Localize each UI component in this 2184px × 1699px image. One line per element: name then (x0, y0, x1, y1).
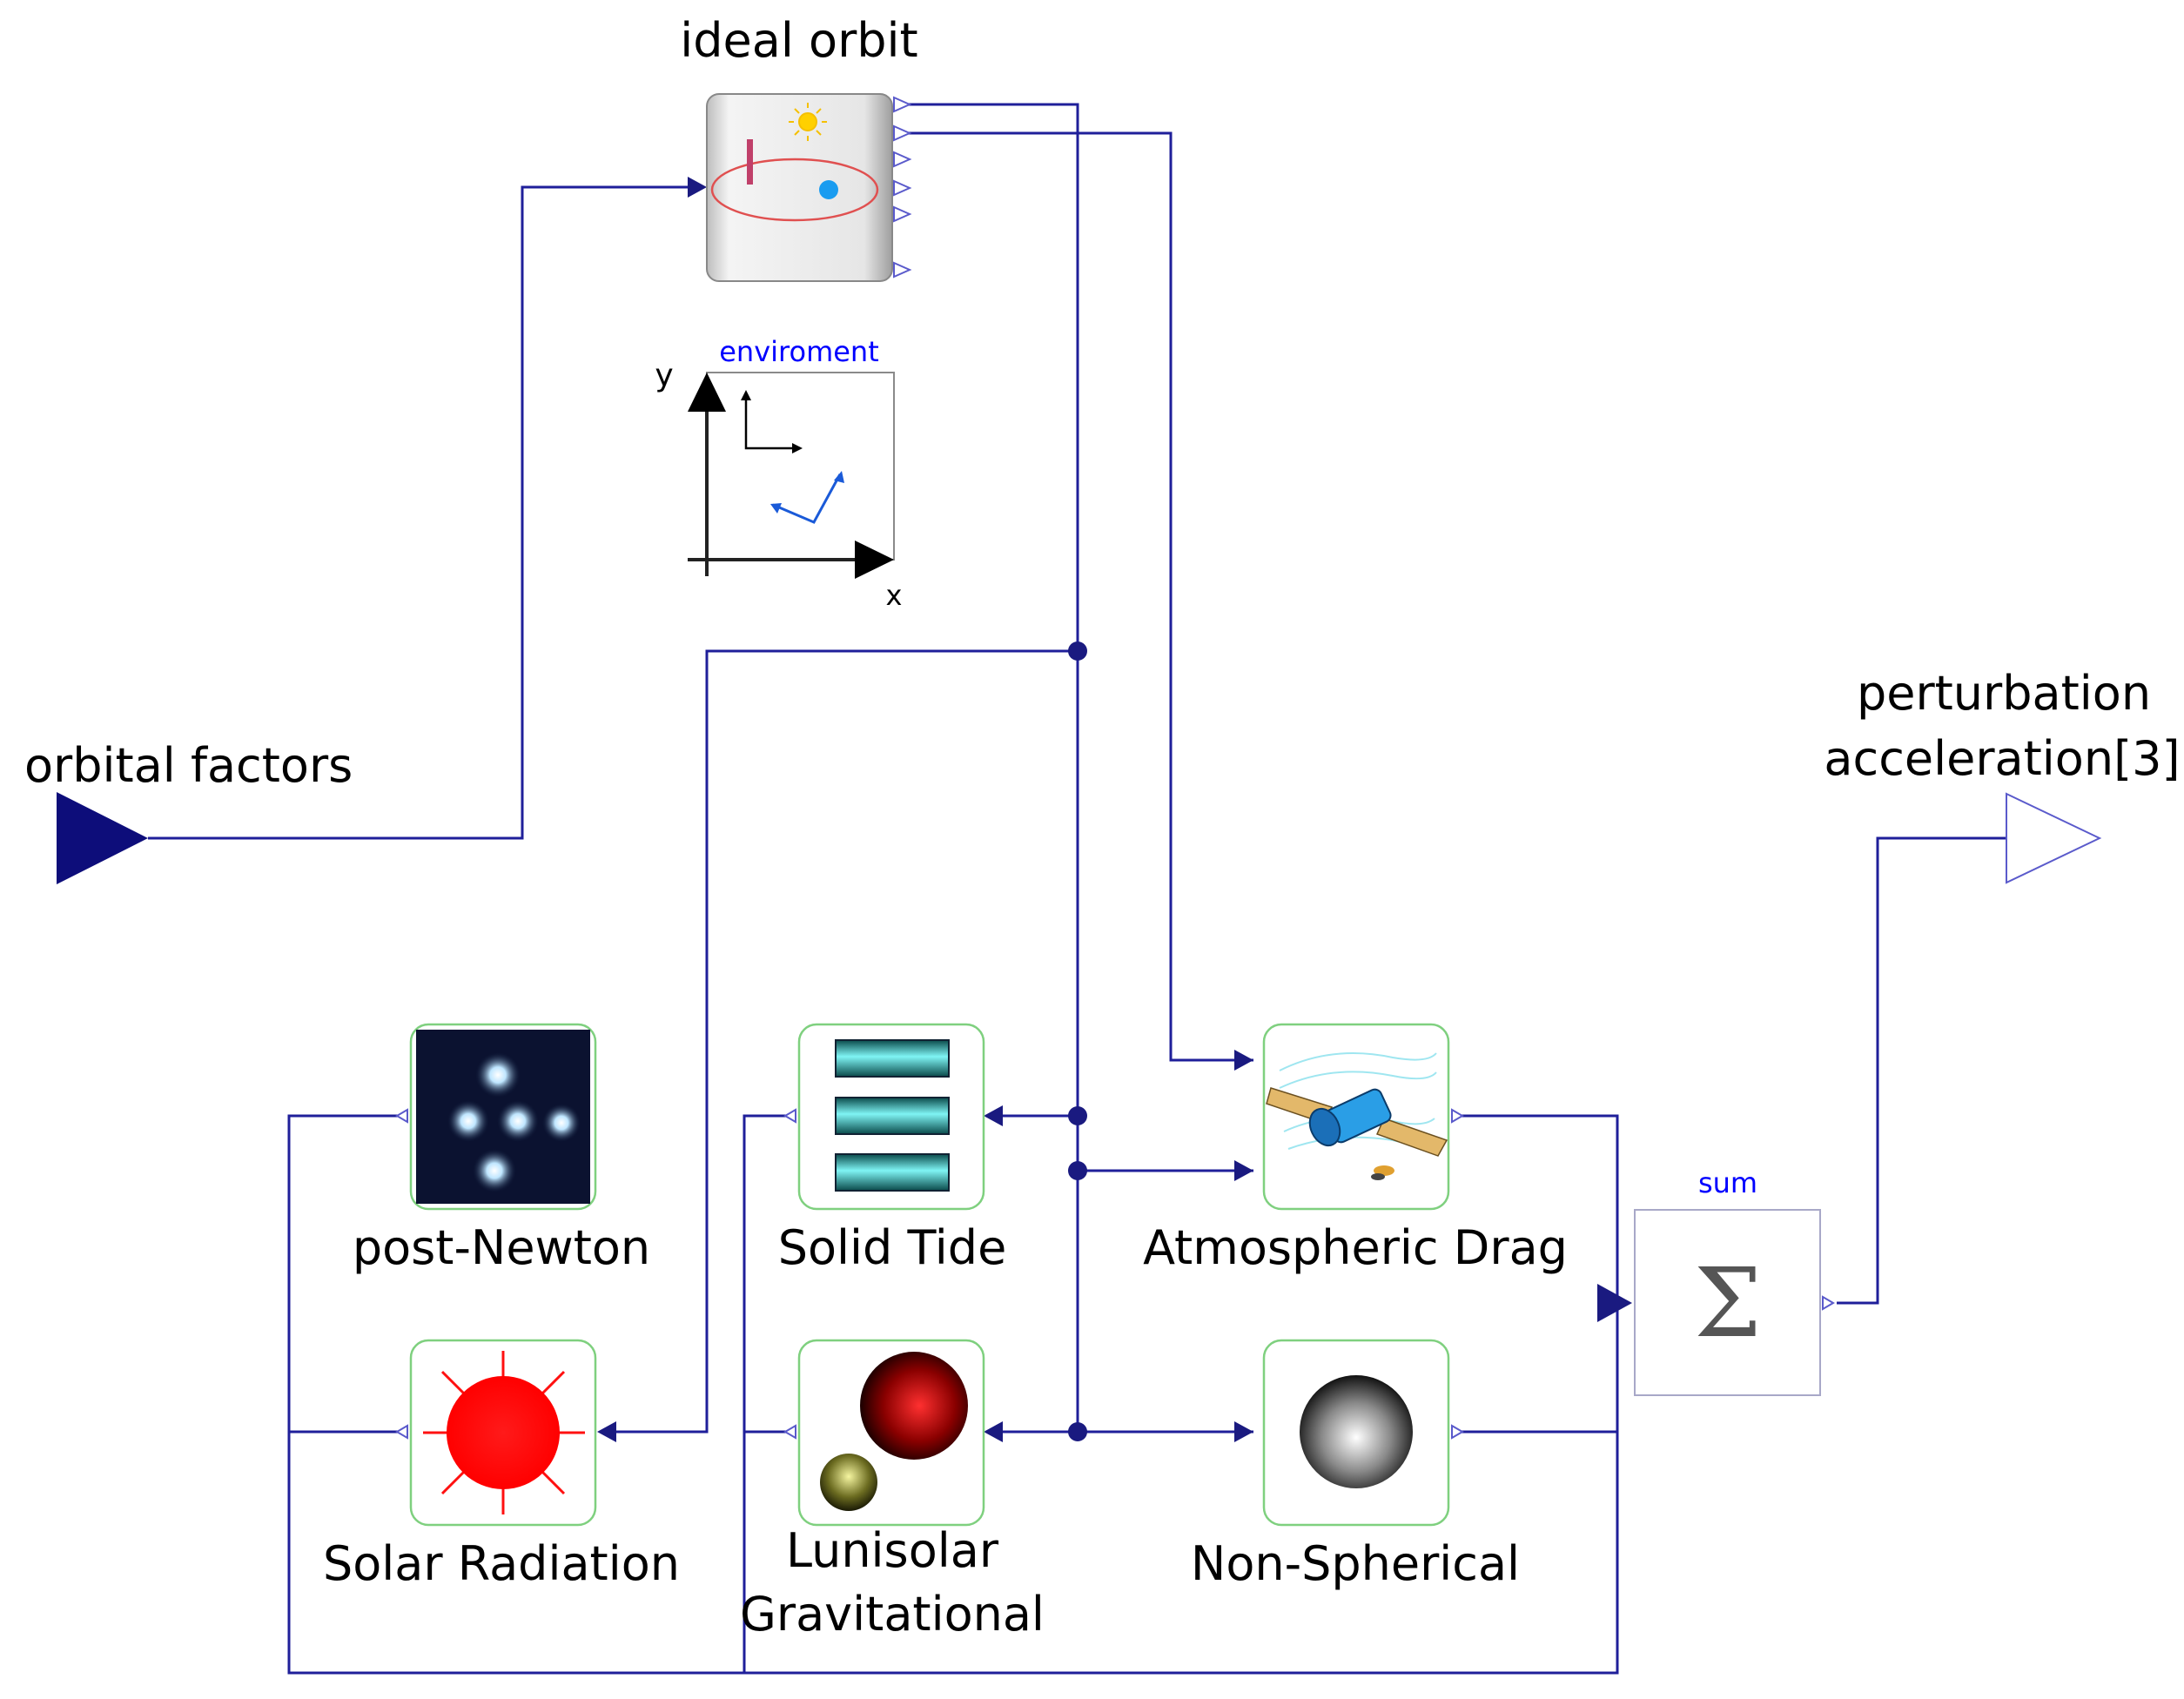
arrowhead (984, 1421, 1003, 1442)
orbital-factors-label: orbital factors (24, 738, 353, 793)
lunisolar-gravitational-block[interactable]: Lunisolar Gravitational (740, 1339, 1045, 1642)
sun-icon (789, 103, 827, 141)
wire-post-newton-out (287, 1114, 1619, 1675)
wire-solid-tide-out (743, 1114, 788, 1673)
non-spherical-block[interactable]: Non-Spherical (1191, 1339, 1520, 1591)
sun-rays-icon (423, 1351, 585, 1514)
output-port[interactable] (395, 1424, 408, 1440)
moon-earth-spheres-icon (820, 1352, 968, 1511)
output-port-triangle[interactable] (2006, 792, 2102, 884)
sum-block[interactable]: sum Σ (1634, 1166, 1835, 1396)
ideal-orbit-block[interactable]: ideal orbit (680, 13, 918, 282)
environment-frame[interactable] (706, 372, 895, 561)
axis-y-label: y (655, 358, 673, 393)
coordinate-frame-icon (688, 373, 894, 579)
arrowhead (1234, 1050, 1253, 1071)
environment-label: enviroment (719, 335, 879, 368)
arrowhead (984, 1105, 1003, 1126)
perturbation-label-line1: perturbation (1857, 666, 2151, 721)
junction-dot (1068, 1422, 1087, 1441)
environment-block[interactable]: enviroment y x (655, 335, 902, 612)
wire-orbital-factors-to-ideal-orbit (148, 185, 688, 840)
output-port[interactable] (1451, 1108, 1464, 1124)
atmospheric-drag-label: Atmospheric Drag (1143, 1220, 1568, 1275)
lensed-quasar-icon (416, 1030, 590, 1204)
sum-label: sum (1698, 1166, 1757, 1199)
arrowhead (688, 177, 707, 198)
wire-sum-to-output (1837, 836, 2006, 1305)
axis-x-label: x (886, 579, 903, 612)
orbit-ellipse-icon (710, 103, 879, 222)
ideal-orbit-label: ideal orbit (680, 13, 917, 68)
non-spherical-label: Non-Spherical (1191, 1536, 1520, 1591)
arrowhead (1234, 1421, 1253, 1442)
junction-dots (1068, 641, 1087, 1441)
wire-ideal-orbit-to-drag (905, 131, 1253, 1062)
output-port[interactable] (783, 1424, 796, 1440)
junction-dot (1068, 1106, 1087, 1125)
solid-tide-label: Solid Tide (778, 1220, 1007, 1275)
ideal-orbit-output-ports[interactable] (893, 96, 912, 279)
arrowhead (597, 1421, 616, 1442)
lunisolar-label-line2: Gravitational (740, 1587, 1045, 1642)
sum-input-arrowhead (1597, 1284, 1632, 1322)
sigma-icon: Σ (1694, 1247, 1762, 1359)
stacked-bars-icon (835, 1039, 950, 1192)
output-port[interactable] (1451, 1424, 1464, 1440)
orbital-factors-input[interactable]: orbital factors (24, 738, 353, 884)
wire-bus-to-solar-radiation (609, 649, 1078, 1434)
lunisolar-label-line1: Lunisolar (786, 1523, 999, 1578)
wire-ideal-orbit-to-bus (905, 103, 1079, 1432)
junction-dot (1068, 641, 1087, 661)
output-port[interactable] (395, 1108, 408, 1124)
post-newton-label: post-Newton (353, 1220, 650, 1275)
input-port-triangle[interactable] (57, 792, 148, 884)
wire-arrowheads (597, 177, 1632, 1442)
output-port[interactable] (783, 1108, 796, 1124)
output-port[interactable] (1822, 1295, 1835, 1311)
satellite-icon (1266, 1052, 1448, 1180)
arrowhead (1234, 1160, 1253, 1181)
ideal-orbit-frame[interactable] (706, 93, 893, 282)
grey-sphere-icon (1300, 1375, 1413, 1488)
sum-frame[interactable] (1634, 1209, 1821, 1396)
atmospheric-drag-block[interactable]: Atmospheric Drag (1143, 1023, 1568, 1275)
solar-radiation-label: Solar Radiation (323, 1536, 680, 1591)
solid-tide-block[interactable]: Solid Tide (778, 1023, 1007, 1275)
solar-radiation-block[interactable]: Solar Radiation (323, 1339, 680, 1591)
junction-dot (1068, 1161, 1087, 1180)
post-newton-block[interactable]: post-Newton (353, 1023, 650, 1275)
connection-wires (148, 103, 2006, 1675)
perturbation-label-line2: acceleration[3] (1824, 731, 2180, 786)
perturbation-acceleration-output[interactable]: perturbation acceleration[3] (1824, 666, 2181, 884)
